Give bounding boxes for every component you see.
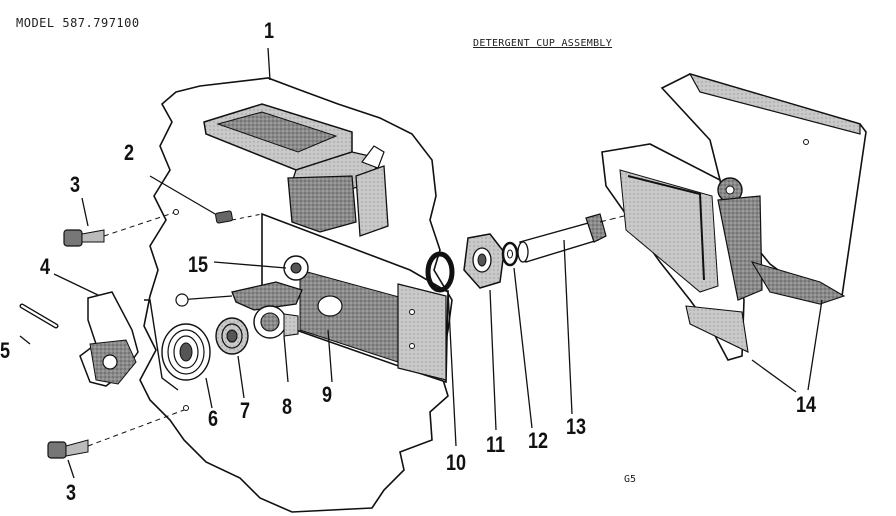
part-3-screw-upper [63,197,179,247]
callout-part-8: 8 [282,394,293,419]
part-13-shaft [517,211,641,415]
callout-part-11: 11 [486,432,506,457]
callout-part-3-upper: 3 [70,172,81,197]
part-9-cup-body [261,212,449,384]
part-3-screw-lower [47,405,189,479]
part-8-hub [253,305,299,383]
assembly-title: DETERGENT CUP ASSEMBLY [473,38,613,49]
callout-part-4: 4 [40,254,51,279]
part-5-pin [19,303,59,345]
part-15-latch-lever [175,281,303,311]
callout-part-15: 15 [188,252,209,277]
part-12-washer [501,241,533,429]
callout-part-10: 10 [446,450,467,475]
callout-part-9: 9 [322,382,333,407]
callout-part-2: 2 [124,140,135,165]
callout-part-5: 5 [0,338,11,363]
callout-part-3-lower: 3 [66,480,77,505]
page-code: G5 [624,474,637,485]
part-10-gasket [425,251,457,447]
callout-part-1: 1 [264,18,275,43]
part-11-nut [463,233,505,431]
callout-part-13: 13 [566,414,587,439]
callout-part-7: 7 [240,398,251,423]
part-14-detergent-cup [601,73,867,393]
part-1-lid-bracket [203,103,389,237]
part-2-screw [149,175,263,224]
callout-part-12: 12 [528,428,549,453]
callout-part-14: 14 [796,392,817,417]
callout-part-6: 6 [208,406,219,431]
part-6-spring [144,299,213,409]
model-number-label: MODEL 587.797100 [16,16,140,30]
part-7-spring [215,317,249,399]
part-4-bracket [53,273,139,387]
